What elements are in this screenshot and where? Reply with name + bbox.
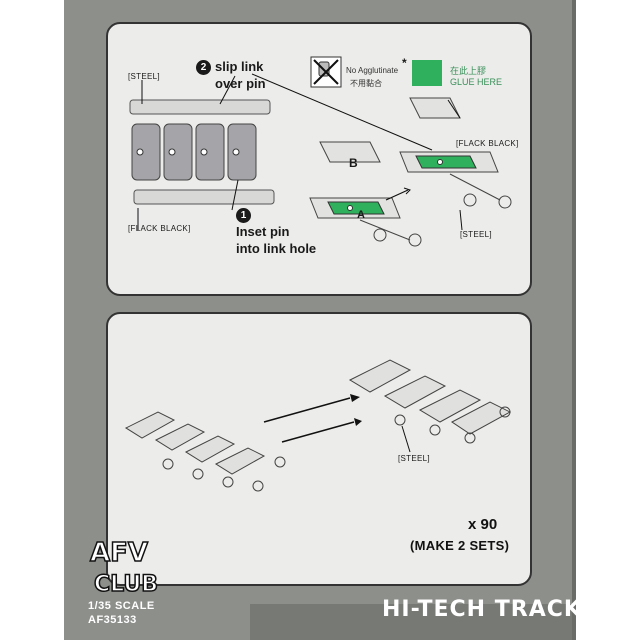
asterisk-mark: * bbox=[402, 56, 407, 70]
step1-instruction: 1 Inset pin into link hole bbox=[236, 206, 316, 257]
glue-here-label: GLUE HERE bbox=[450, 77, 503, 87]
glue-assembly-illustration bbox=[251, 73, 512, 247]
title-strip bbox=[250, 604, 572, 640]
part-b-label: B bbox=[349, 156, 358, 170]
logo-bottom-text: CLUB bbox=[94, 572, 158, 597]
assembly-panel-bottom bbox=[106, 312, 532, 586]
step1-number: 1 bbox=[236, 208, 251, 223]
scale-label: 1/35 SCALE bbox=[88, 600, 155, 612]
product-title: HI-TECH TRACK bbox=[382, 597, 582, 622]
label-steel-right: [STEEL] bbox=[460, 230, 492, 239]
label-flack-black-left: [FLACK BLACK] bbox=[128, 224, 191, 233]
step2-line2: over pin bbox=[215, 76, 266, 91]
step2-instruction: 2 slip link over pin bbox=[196, 58, 266, 92]
assembly-arrows bbox=[263, 394, 362, 443]
label-steel-top: [STEEL] bbox=[128, 72, 160, 81]
track-links-illustration bbox=[129, 75, 275, 230]
step2-number: 2 bbox=[196, 60, 211, 75]
sets-label: (MAKE 2 SETS) bbox=[410, 538, 510, 553]
track-chain-left bbox=[124, 411, 286, 492]
part-a-label: A bbox=[357, 209, 365, 221]
label-flack-black-right: [FLACK BLACK] bbox=[456, 139, 519, 148]
box-edge bbox=[572, 0, 576, 640]
glue-swatch bbox=[412, 60, 442, 86]
quantity-label: x 90 bbox=[468, 516, 498, 533]
no-agglutinate-cn-label: 不用黏合 bbox=[350, 79, 382, 88]
step1-line2: into link hole bbox=[236, 241, 317, 256]
step1-line1: Inset pin bbox=[236, 224, 290, 239]
product-code: AF35133 bbox=[88, 614, 137, 626]
no-glue-icon bbox=[310, 56, 342, 88]
step2-line1: slip link bbox=[215, 59, 264, 74]
afv-club-logo: AFV CLUB bbox=[89, 537, 159, 598]
label-steel-bottom: [STEEL] bbox=[398, 454, 430, 463]
logo-top-text: AFV bbox=[90, 538, 148, 568]
glue-here-cn-label: 在此上膠 bbox=[450, 66, 487, 76]
track-chain-right bbox=[348, 359, 512, 453]
no-agglutinate-label: No Agglutinate bbox=[346, 66, 399, 75]
